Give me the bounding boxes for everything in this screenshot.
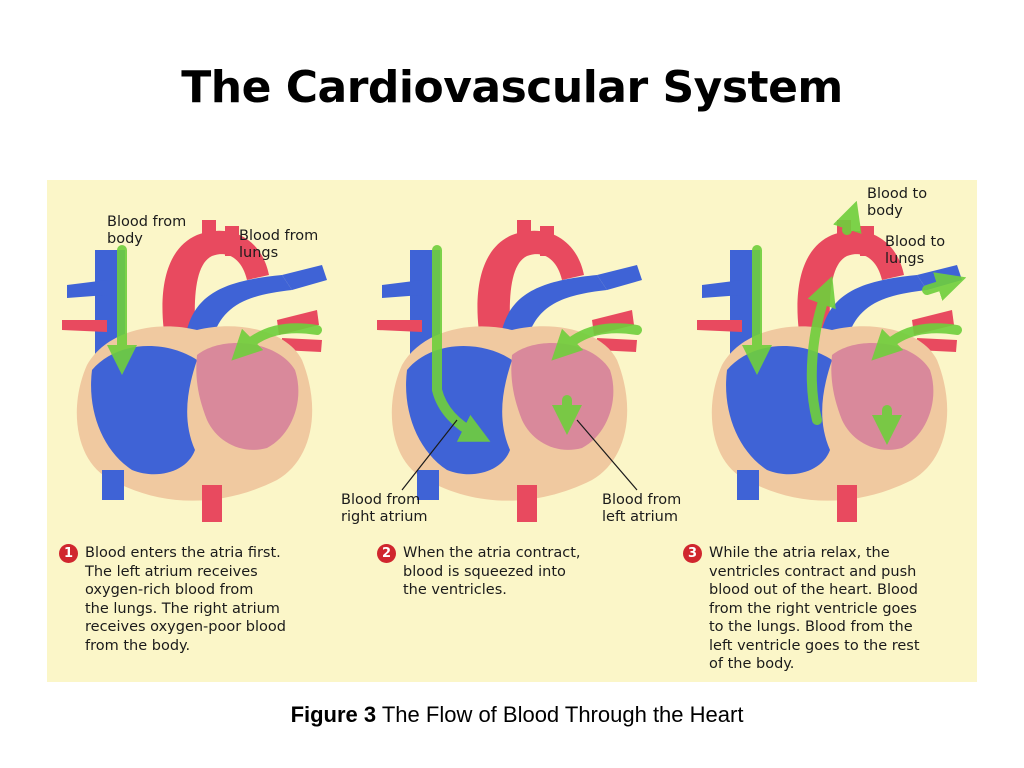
label-blood-to-lungs: Blood to lungs bbox=[885, 234, 946, 267]
flow-arrow-right-atrium-2 bbox=[432, 245, 491, 442]
flow-arrow-right-ventricle-3 bbox=[806, 275, 836, 425]
label-blood-to-body: Blood to body bbox=[867, 186, 928, 219]
label-blood-from-left-atrium: Blood from left atrium bbox=[602, 492, 682, 525]
leader-line-right-atrium bbox=[401, 419, 458, 491]
leader-line-left-atrium bbox=[576, 419, 638, 491]
step-badge-1: 1 bbox=[59, 544, 78, 563]
flow-arrow-lungs-in-2 bbox=[551, 323, 642, 361]
flow-arrow-to-lungs-3 bbox=[922, 272, 967, 301]
heart-diagram bbox=[62, 200, 967, 522]
step-badge-3: 3 bbox=[683, 544, 702, 563]
caption-text: The Flow of Blood Through the Heart bbox=[381, 702, 744, 727]
figure-caption: Figure 3 The Flow of Blood Through the H… bbox=[262, 700, 772, 730]
flow-arrow-to-body-3 bbox=[833, 200, 862, 235]
step-badge-2: 2 bbox=[377, 544, 396, 563]
flow-arrow-lungs-in-1 bbox=[231, 323, 322, 361]
step-text-2: When the atria contract, blood is squeez… bbox=[403, 545, 581, 598]
slide-title: The Cardiovascular System bbox=[181, 62, 843, 113]
figure-panel: Blood from body Blood from lungs Blood f… bbox=[47, 180, 977, 682]
heart-illustration-1 bbox=[62, 220, 327, 522]
caption-label: Figure 3 bbox=[290, 702, 377, 727]
heart-illustration-2 bbox=[377, 220, 642, 522]
flow-arrow-lungs-in-3 bbox=[871, 323, 962, 361]
step-text-3: While the atria relax, the ventricles co… bbox=[709, 545, 920, 672]
label-blood-from-right-atrium: Blood from right atrium bbox=[341, 492, 428, 525]
label-blood-from-body: Blood from body bbox=[107, 214, 187, 247]
label-blood-from-lungs: Blood from lungs bbox=[239, 228, 319, 261]
step-text-1: Blood enters the atria first. The left a… bbox=[85, 545, 286, 654]
